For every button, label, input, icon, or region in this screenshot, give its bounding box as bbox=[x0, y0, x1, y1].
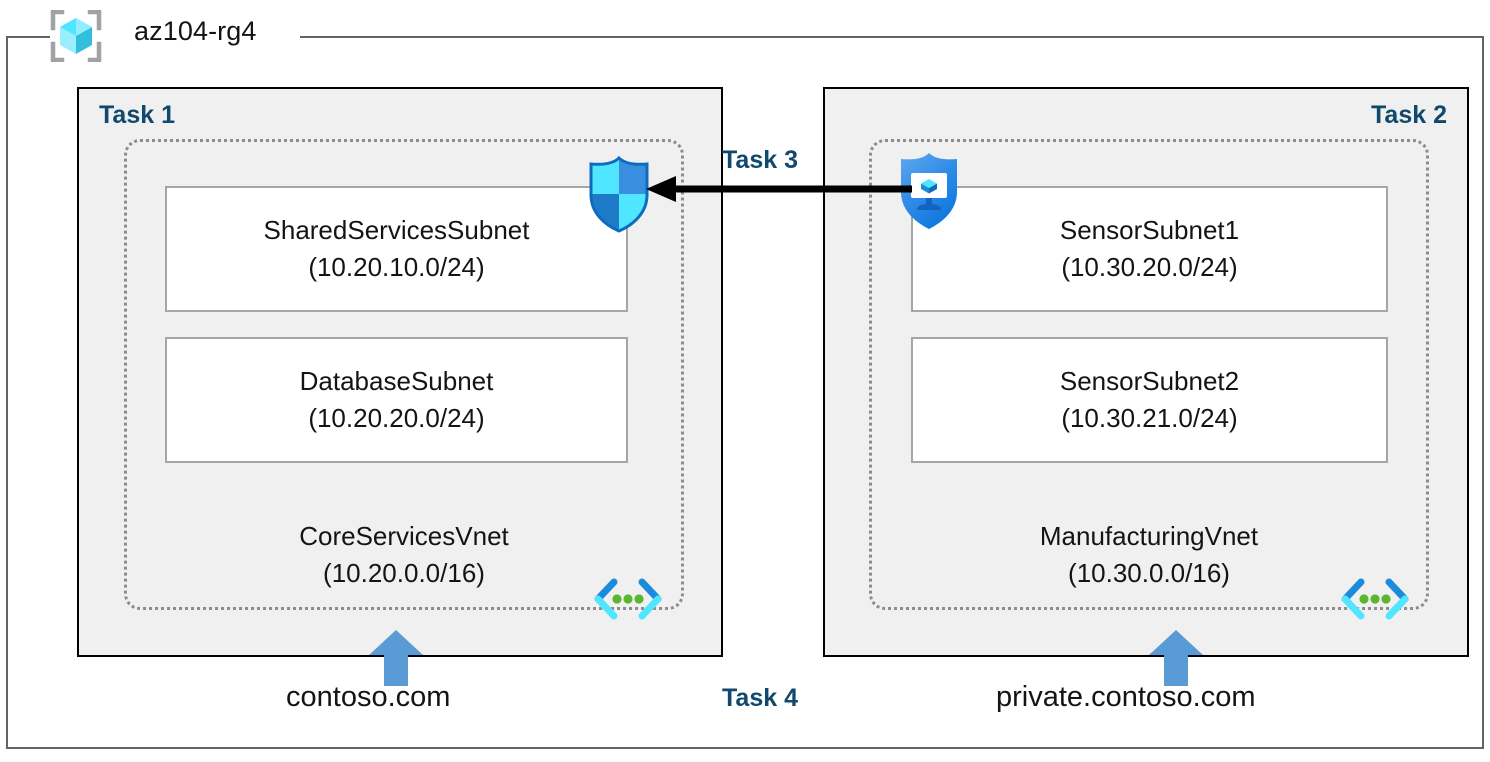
resource-group-frame-right-edge bbox=[1482, 36, 1484, 749]
dns-zone-up-arrow-icon bbox=[367, 628, 425, 686]
dns-zone-label-contoso: contoso.com bbox=[286, 681, 451, 713]
subnet-name: SensorSubnet1 bbox=[1059, 215, 1240, 246]
resource-group-frame-top-right bbox=[300, 36, 1484, 38]
subnet-name: SharedServicesSubnet bbox=[263, 215, 530, 246]
subnet-sensorsubnet2: SensorSubnet2 (10.30.21.0/24) bbox=[911, 337, 1388, 463]
dns-zone-label-private-contoso: private.contoso.com bbox=[996, 681, 1256, 713]
vnet-coreservicesvnet-cidr: (10.20.0.0/16) bbox=[323, 558, 485, 588]
resource-group-frame-top-left-stub bbox=[6, 36, 50, 38]
resource-group-title: az104-rg4 bbox=[134, 16, 257, 46]
subnet-cidr: (10.30.21.0/24) bbox=[1061, 403, 1238, 433]
resource-group-frame-left-edge bbox=[6, 36, 8, 749]
subnet-databasesubnet: DatabaseSubnet (10.20.20.0/24) bbox=[165, 337, 628, 463]
resource-group-frame-bottom-edge bbox=[6, 747, 1484, 749]
virtual-machine-shield-icon bbox=[893, 150, 965, 232]
subnet-cidr: (10.30.20.0/24) bbox=[1061, 252, 1238, 282]
task-3-label: Task 3 bbox=[722, 146, 798, 174]
vnet-manufacturingvnet-cidr: (10.30.0.0/16) bbox=[1068, 558, 1230, 588]
virtual-network-code-brackets-icon bbox=[1340, 578, 1410, 628]
vnet-coreservicesvnet-name: CoreServicesVnet bbox=[299, 521, 509, 551]
dns-zone-up-arrow-icon bbox=[1147, 628, 1205, 686]
subnet-sensorsubnet1: SensorSubnet1 (10.30.20.0/24) bbox=[911, 186, 1388, 312]
task-2-label: Task 2 bbox=[1371, 101, 1447, 129]
task-1-label: Task 1 bbox=[99, 101, 175, 129]
subnet-name: DatabaseSubnet bbox=[299, 366, 494, 397]
subnet-cidr: (10.20.20.0/24) bbox=[308, 403, 485, 433]
subnet-sharedservicessubnet: SharedServicesSubnet (10.20.10.0/24) bbox=[165, 186, 628, 312]
virtual-network-code-brackets-icon bbox=[593, 578, 663, 628]
vnet-manufacturingvnet bbox=[869, 139, 1429, 610]
resource-group-cube-icon bbox=[48, 9, 104, 63]
subnet-name: SensorSubnet2 bbox=[1059, 366, 1240, 397]
task-4-label: Task 4 bbox=[722, 684, 798, 712]
network-security-group-shield-icon bbox=[583, 155, 655, 233]
vnet-peering-arrow-icon bbox=[640, 172, 920, 206]
subnet-cidr: (10.20.10.0/24) bbox=[308, 252, 485, 282]
vnet-manufacturingvnet-name: ManufacturingVnet bbox=[1039, 521, 1259, 551]
vnet-coreservicesvnet bbox=[124, 139, 684, 610]
